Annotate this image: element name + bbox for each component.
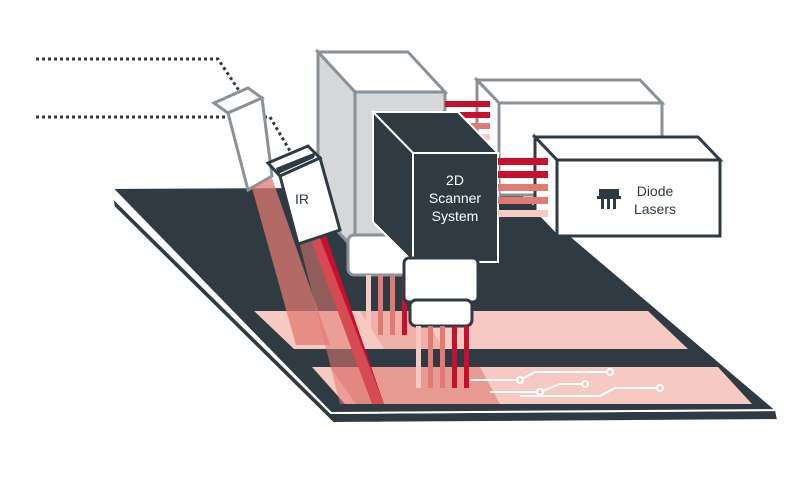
ir-back-beam-cone — [252, 178, 330, 345]
ir-probe-back — [210, 86, 274, 193]
lower-dotted-beam — [36, 115, 292, 152]
diode-label-line1: Diode — [637, 183, 674, 199]
ir-probe: IR — [265, 144, 342, 246]
scanner-label-line3: System — [432, 208, 479, 224]
diode-lasers-box: Diode Lasers — [531, 133, 724, 240]
ir-label: IR — [295, 191, 309, 207]
upper-process-strip — [254, 311, 688, 349]
diode-label-line2: Lasers — [634, 201, 676, 217]
scanner-lens — [408, 298, 474, 328]
dotted-beam-line-icon — [36, 57, 292, 152]
scanner-system: 2D Scanner System — [370, 109, 501, 328]
back-head-beams — [366, 275, 407, 335]
diode-symbol-icon — [597, 189, 621, 209]
ir-spot-cone — [300, 238, 384, 404]
scanner-label-line2: Scanner — [429, 190, 481, 206]
scanner-label-line1: 2D — [446, 172, 464, 188]
scanner-beams — [416, 326, 469, 388]
upper-dotted-beam — [36, 57, 242, 93]
circuit-traces — [470, 368, 664, 397]
front-fiber-bundle — [498, 158, 548, 217]
scanner-lens-housing — [402, 256, 480, 304]
